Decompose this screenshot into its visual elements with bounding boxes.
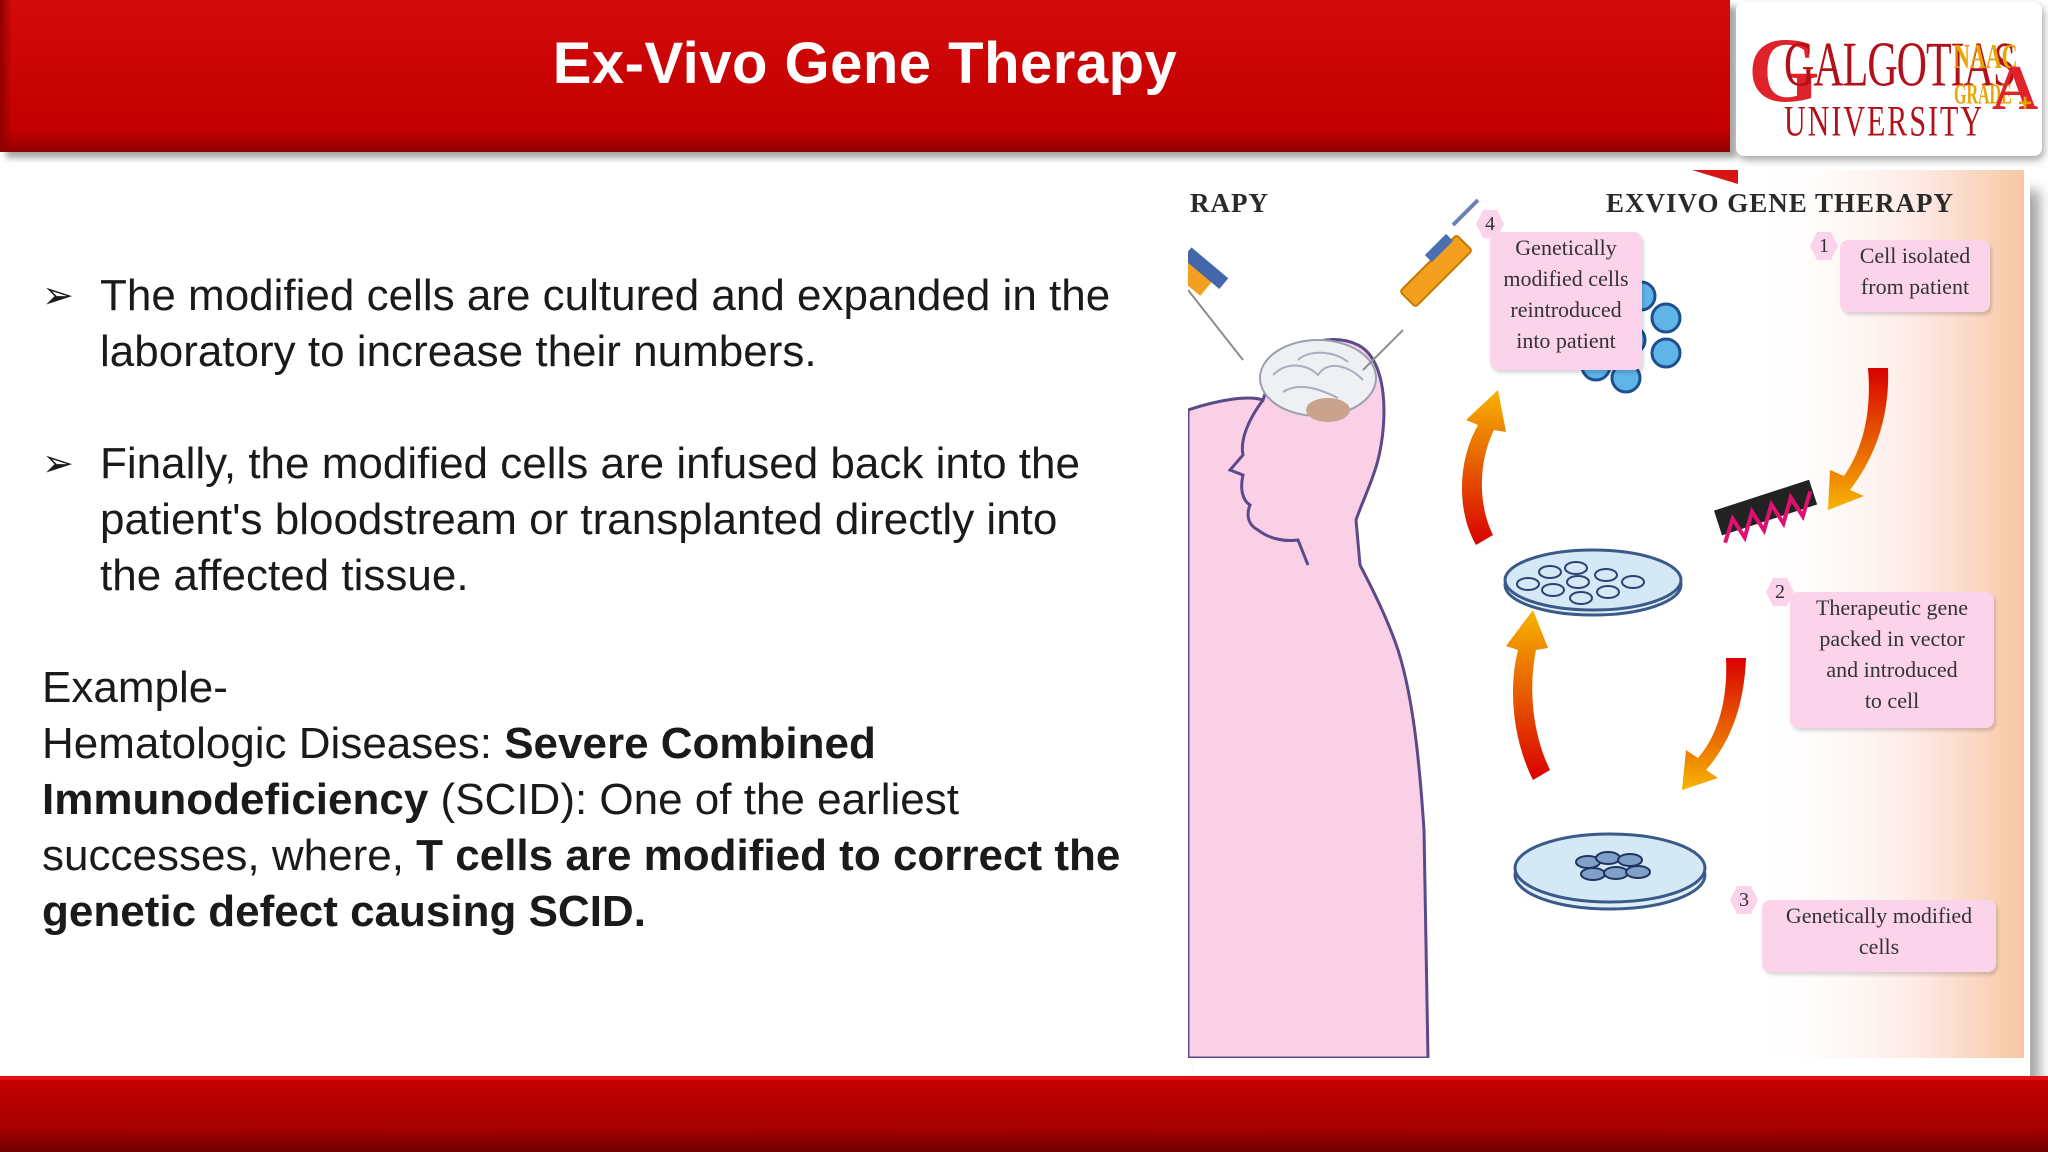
syringe-right-icon <box>1362 198 1480 371</box>
step-4-line: Genetically <box>1515 235 1617 260</box>
example-prefix: Hematologic Diseases: <box>42 719 505 768</box>
figure-title-cropped: RAPY <box>1190 188 1269 218</box>
petri-dish-top <box>1503 548 1683 617</box>
naac-label: NAAC <box>1954 36 2018 76</box>
step-4-label: Genetically modified cells reintroduced … <box>1490 232 1642 370</box>
petri-dish-bottom <box>1513 832 1707 911</box>
naac-grade-plus: + <box>2018 90 2033 117</box>
step-1-line: from patient <box>1860 274 1970 299</box>
example-detail: T cells are modified to correct the gene… <box>42 831 1121 936</box>
footer-bar <box>0 1076 2048 1152</box>
slide-title: Ex-Vivo Gene Therapy <box>552 31 1178 96</box>
naac-grade-letter: A <box>1992 52 2039 123</box>
step-2-line: to cell <box>1864 688 1920 713</box>
step-3-line: cells <box>1858 934 1900 959</box>
example-mid: (SCID): One of the earliest successes, w… <box>42 775 959 880</box>
exvivo-diagram: RAPY EXVIVO GENE THERAPY 1 Cell isolated… <box>1188 170 2024 1058</box>
logo-name: GALGOTIAS <box>1784 31 2016 101</box>
syringe-left-icon <box>1188 247 1244 361</box>
arrow-dish-to-modified <box>1682 658 1746 790</box>
university-logo: G GALGOTIAS UNIVERSITY NAAC GRADE A + <box>1736 2 2042 156</box>
step-2-label: Therapeutic gene packed in vector and in… <box>1790 592 1994 728</box>
example-disease: Severe Combined Immunodeficiency <box>42 719 876 824</box>
step-2-line: and introduced <box>1826 657 1958 682</box>
gene-vector-icon <box>1713 479 1818 544</box>
bullet-text: The modified cells are cultured and expa… <box>100 271 1111 376</box>
slide-body: ➢ The modified cells are cultured and ex… <box>42 268 1122 940</box>
bullet-item: ➢ The modified cells are cultured and ex… <box>42 268 1122 380</box>
step-4-line: modified cells <box>1503 266 1629 291</box>
title-bar: Ex-Vivo Gene Therapy <box>0 0 1730 152</box>
step-3-line: Genetically modified <box>1785 903 1973 928</box>
figure-title: EXVIVO GENE THERAPY <box>1606 188 1955 218</box>
step-2-line: Therapeutic gene <box>1815 595 1969 620</box>
bullet-item: ➢ Finally, the modified cells are infuse… <box>42 436 1122 604</box>
bullet-text: Finally, the modified cells are infused … <box>100 439 1080 600</box>
step-2-line: packed in vector <box>1819 626 1965 651</box>
human-face <box>1227 399 1310 566</box>
example-block: Example- Hematologic Diseases: Severe Co… <box>42 660 1122 940</box>
arrow-bullet-icon: ➢ <box>42 443 74 485</box>
human-silhouette <box>1188 338 1430 1058</box>
step-4-line: reintroduced <box>1510 297 1622 322</box>
step-1-line: Cell isolated <box>1859 243 1971 268</box>
logo-g-mark: G <box>1748 19 1820 121</box>
naac-grade-label: GRADE <box>1954 80 2012 111</box>
example-heading: Example- <box>42 663 228 712</box>
arrow-modified-up <box>1506 610 1550 780</box>
arrow-to-patient-up <box>1461 390 1506 545</box>
step-3-label: Genetically modified cells <box>1762 900 1996 972</box>
naac-badge: NAAC GRADE A + <box>1954 30 2038 150</box>
arrow-bullet-icon: ➢ <box>42 275 74 317</box>
example-text: Hematologic Diseases: Severe Combined Im… <box>42 716 1122 940</box>
step-4-line: into patient <box>1516 328 1616 353</box>
arrow-cells-to-dish <box>1828 368 1889 510</box>
logo-university: UNIVERSITY <box>1784 98 1984 146</box>
step-1-label: Cell isolated from patient <box>1840 240 1990 312</box>
